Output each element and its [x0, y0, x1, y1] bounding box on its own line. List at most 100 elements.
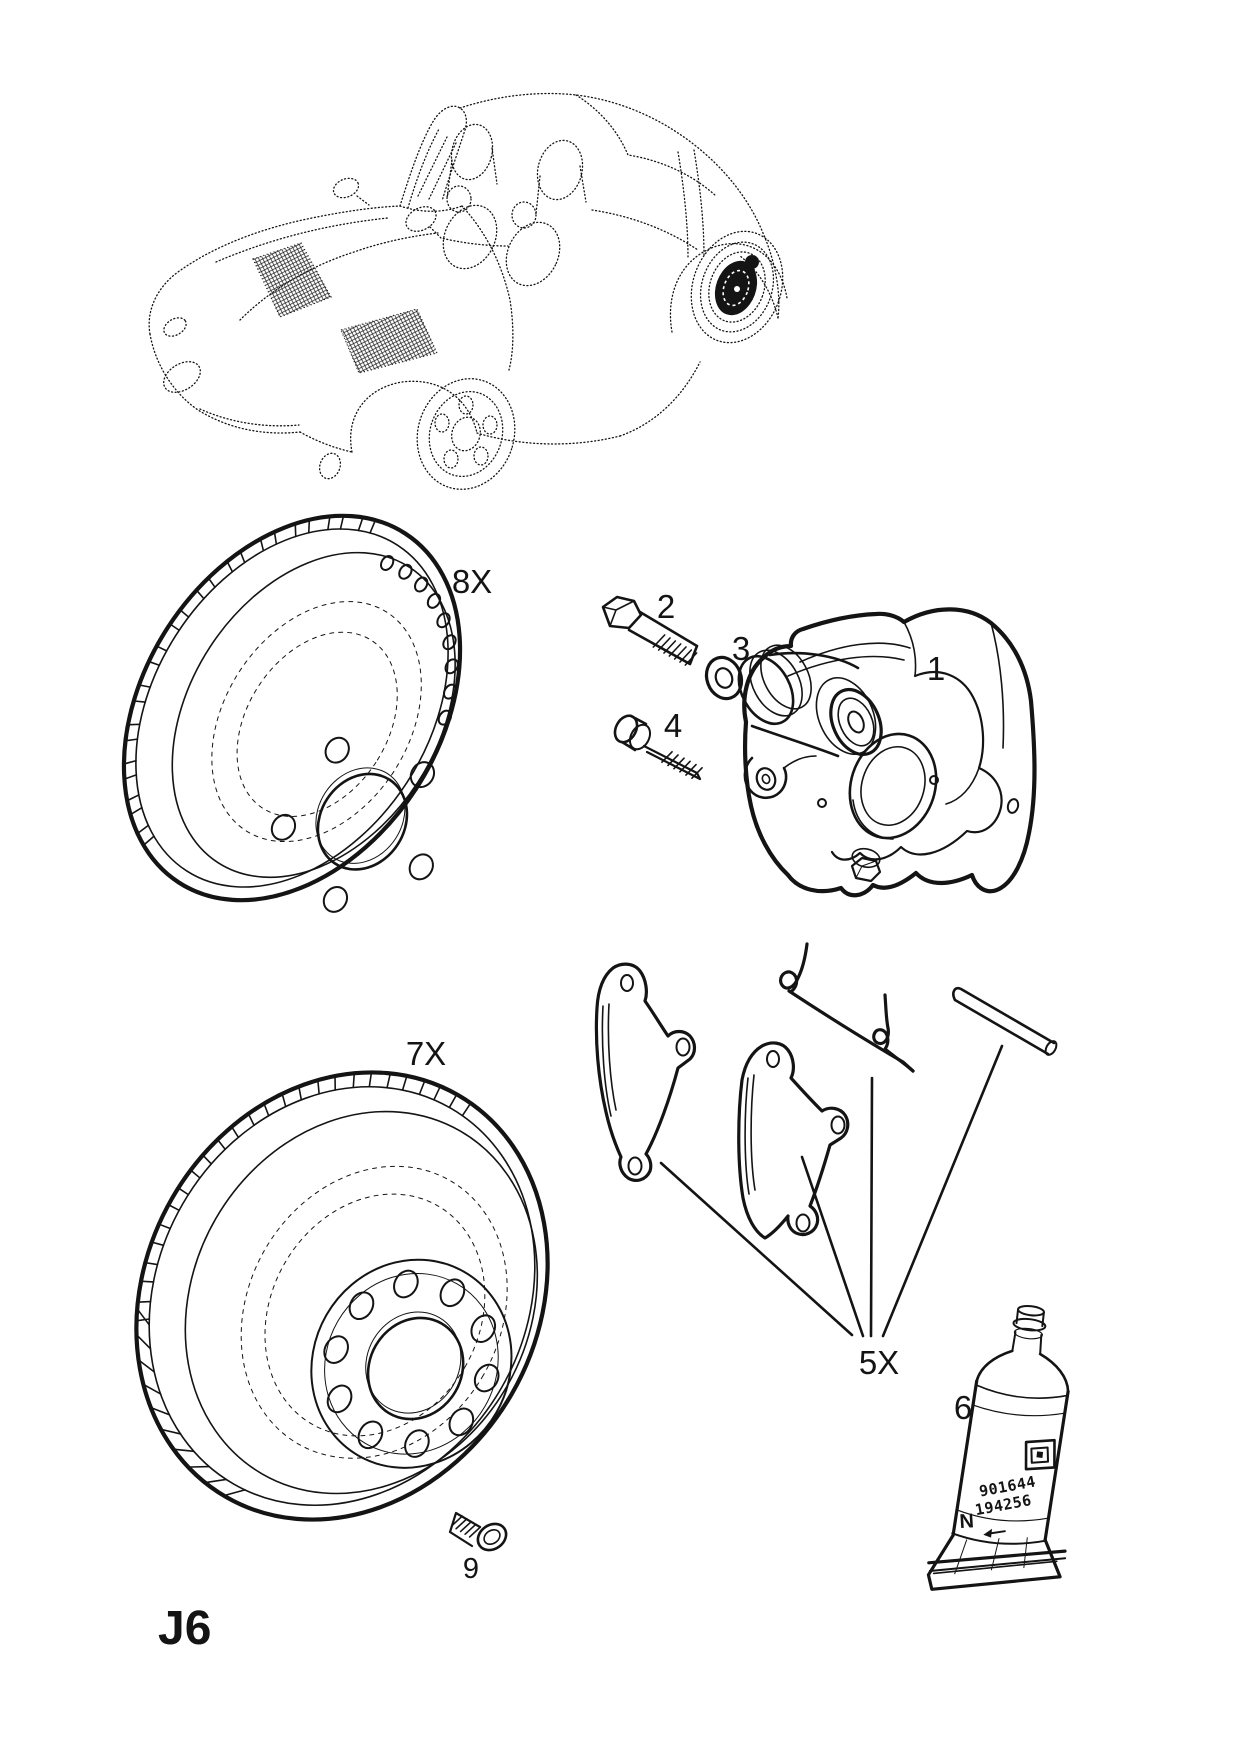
car-rear-upper: [459, 92, 780, 319]
car-headlamp: [163, 361, 201, 393]
piston-face-hole: [847, 710, 865, 734]
disc-center-hole-depth: [315, 767, 406, 864]
car-grille: [199, 408, 300, 427]
disc-rim-notch: [448, 1092, 473, 1117]
bolt-threads: [661, 750, 703, 780]
car-wheel-spoke-hole: [458, 395, 474, 415]
disc-face-edge: [171, 551, 456, 879]
disc-bolt-hole: [409, 761, 436, 789]
car-decklid: [575, 94, 717, 197]
disc-vent-hole: [442, 683, 458, 700]
car-sill: [299, 431, 621, 453]
anti-rattle-spring: [778, 942, 915, 1073]
car-hood-vent: [252, 242, 332, 318]
gm-logo-core: [1036, 1451, 1044, 1458]
disc-rim-notch: [247, 1101, 270, 1127]
leader-line: [800, 1155, 865, 1338]
disc-bolt-hole: [448, 1407, 475, 1437]
disc-rim-notch: [168, 608, 190, 632]
leader-line: [881, 1044, 1004, 1338]
caliper-finger-inner: [945, 767, 980, 805]
disc-face-arc: [211, 601, 422, 843]
tube-side-mark: N: [959, 1510, 975, 1533]
thread-tick: [468, 1526, 482, 1538]
pin-body: [952, 986, 1056, 1056]
tube-neck: [1011, 1331, 1043, 1356]
disc-rim-notch: [352, 1070, 373, 1089]
thread-tick: [663, 640, 677, 654]
car-headrest: [446, 185, 472, 213]
disc-rim-notch: [122, 759, 138, 781]
disc-rim-hatch: [221, 1489, 246, 1497]
car-roll-hoop: [450, 123, 494, 181]
car-wheel-spoke-hole: [482, 415, 498, 435]
callout-4: 4: [664, 707, 682, 744]
disc-highlight-center: [734, 286, 740, 292]
car-door-line: [461, 205, 514, 371]
disc-rim-hatch: [135, 1306, 151, 1326]
disc-bolt-hole: [470, 1314, 497, 1343]
disc-bolt-hole: [404, 1429, 430, 1458]
callout-2: 2: [657, 588, 675, 625]
caliper-opening: [848, 732, 938, 840]
disc-rim-line: [148, 1085, 536, 1507]
car-roll-hoop: [536, 139, 584, 201]
disc-rim-notch: [216, 1125, 240, 1151]
brake-caliper: [737, 607, 1037, 898]
thread-tick: [652, 634, 666, 648]
disc-bolt-hole: [393, 1269, 419, 1299]
car-seat: [442, 204, 498, 270]
disc-rim-notch: [281, 1084, 303, 1108]
disc-rim-notch: [294, 517, 311, 538]
car-wheel-spoke-hole: [434, 413, 450, 433]
vehicle-overview-illustration: [148, 92, 788, 490]
bolt-head-rear: [613, 714, 639, 744]
car-headlamp: [163, 317, 187, 337]
pad-ear-hole: [627, 1156, 643, 1176]
spring-wire: [778, 942, 915, 1073]
callout-7x: 7X: [406, 1035, 446, 1072]
disc-outer-edge: [121, 513, 463, 903]
disc-rim-notch: [418, 1078, 442, 1101]
car-wheel-spoke-hole: [443, 449, 459, 469]
disc-rim-notch: [386, 1071, 408, 1091]
car-hood-outline: [148, 205, 401, 335]
disc-rim-notch: [125, 794, 143, 816]
disc-rim-notch: [135, 824, 155, 847]
car-foglamp: [318, 452, 342, 480]
disc-bolt-hole: [357, 1420, 384, 1450]
disc-rim-notch: [357, 515, 377, 534]
pad-kit-leader-lines: [659, 1044, 1004, 1338]
disc-bolt-hole: [408, 853, 434, 881]
car-steering-wheel: [405, 206, 437, 232]
disc-vent-hole: [379, 555, 395, 571]
brake-disc-top: [121, 513, 463, 913]
caliper-bridge-lines: [787, 642, 911, 677]
thread-tick: [685, 763, 697, 776]
thread-tick: [464, 1523, 477, 1535]
tube-thread-ring: [1013, 1327, 1043, 1340]
car-tonneau: [591, 209, 699, 251]
callout-1: 1: [927, 650, 945, 687]
disc-rim-hatch: [186, 1465, 210, 1468]
pad-ear-hole: [795, 1213, 811, 1233]
disc-vent-hole: [398, 563, 413, 580]
car-dashboard: [429, 226, 509, 247]
disc-vent-hole: [437, 709, 453, 726]
brake-pad-right: [737, 1041, 850, 1240]
grease-tube: 901644 194256 N: [926, 1305, 1070, 1591]
disc-center-hole: [366, 1316, 465, 1421]
disc-bolt-hole: [473, 1363, 500, 1393]
tube-crimp-seam: [928, 1557, 1067, 1572]
disc-center-hole: [316, 772, 409, 871]
hub-ring-inner: [324, 1272, 499, 1455]
piston-boot-ridge: [749, 649, 803, 717]
disc-decorations: [122, 514, 459, 913]
car-apillar-inner: [407, 128, 440, 209]
disc-rim-notch: [316, 1074, 337, 1095]
pin-end-cap: [1044, 1040, 1058, 1056]
piston-boot-ridge: [760, 644, 812, 710]
disc-vent-hole: [436, 612, 451, 629]
disc-rim-hatch: [136, 1358, 156, 1373]
tube-crimp-fold: [932, 1560, 1058, 1575]
